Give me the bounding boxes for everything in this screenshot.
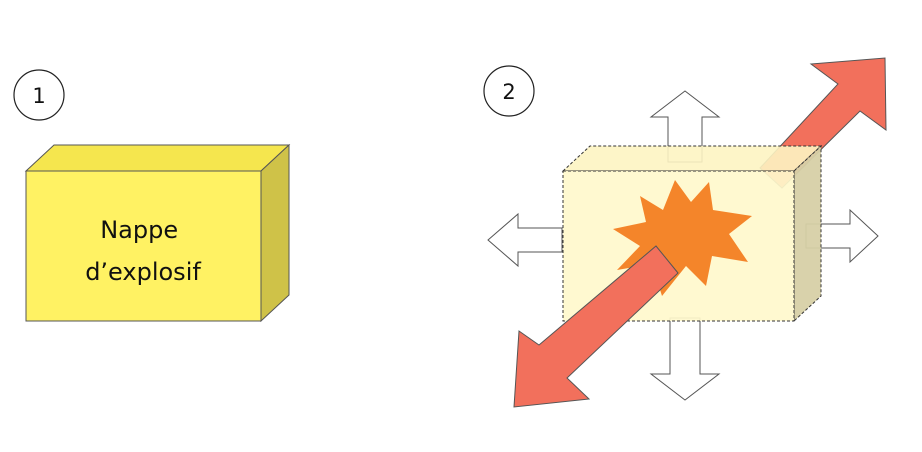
bursting-block-top: [561, 145, 823, 172]
expansion-arrow-left-icon: [487, 212, 563, 268]
explosive-sheet-block: Nappe d’explosif: [24, 143, 291, 323]
step-1-marker: 1: [13, 69, 65, 121]
step-2-circle: [483, 65, 535, 117]
explosive-label-line-2: d’explosif: [85, 258, 201, 286]
explosive-label: Nappe d’explosif: [85, 216, 201, 286]
explosion-star-icon: [613, 180, 752, 296]
jet-arrow-lower-left-icon: [513, 245, 679, 408]
step-2-number: 2: [502, 80, 515, 104]
explosive-block-front: [25, 170, 262, 322]
step-1-circle: [13, 69, 65, 121]
bursting-block-side: [793, 144, 822, 323]
step-2-marker: 2: [483, 65, 535, 117]
expansion-arrow-down-icon: [649, 317, 721, 401]
explosive-block-side: [260, 143, 290, 323]
step-1-number: 1: [32, 84, 45, 108]
explosive-block-top: [24, 144, 291, 172]
explosive-label-line-1: Nappe: [100, 216, 178, 244]
expansion-arrows: [487, 90, 879, 401]
